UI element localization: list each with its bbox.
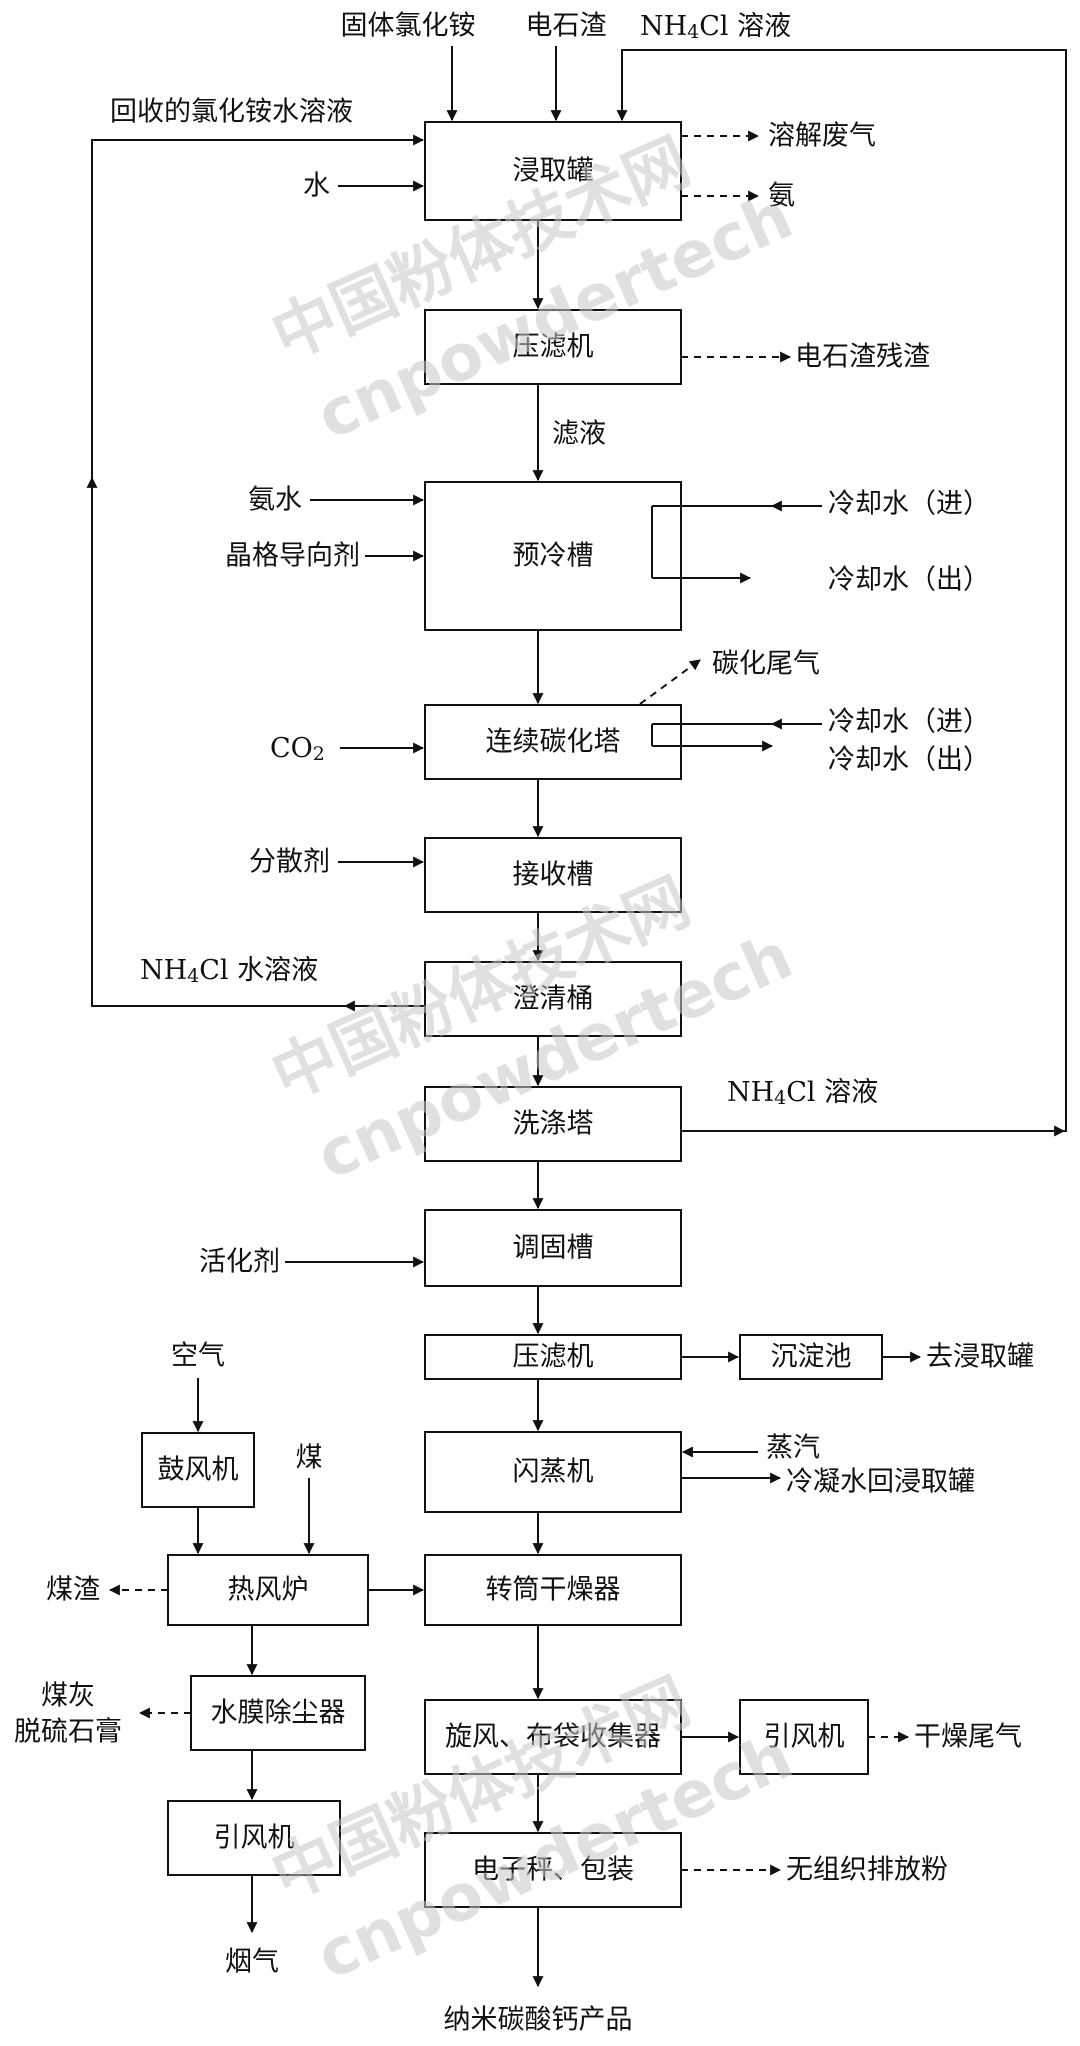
label-ammonia: 氨 [768, 181, 795, 212]
box-cyclone-collector: 旋风、布袋收集器 [424, 1699, 682, 1775]
box-blower: 鼓风机 [141, 1432, 255, 1508]
label-nh4cl-solution-wash: NH4Cl 溶液 [727, 1077, 878, 1110]
label-carbide-slag: 电石渣 [526, 11, 607, 42]
input-ammonia-water: 氨水 [248, 485, 425, 516]
box-label: 压滤机 [513, 332, 594, 363]
flow-to-settling-pond: 去浸取罐 [681, 1342, 1034, 1373]
box-filter-press-1: 压滤机 [424, 309, 682, 385]
box-flash-evaporator: 闪蒸机 [424, 1431, 682, 1513]
label-steam: 蒸汽 [766, 1433, 820, 1464]
box-water-film-dust-remover: 水膜除尘器 [190, 1675, 366, 1751]
box-label: 热风炉 [228, 1575, 309, 1606]
input-carbide-slag: 电石渣 [526, 11, 607, 122]
label-ammonia-water: 氨水 [248, 485, 302, 516]
output-dissolution-offgas: 溶解废气 [681, 121, 876, 152]
box-label: 沉淀池 [771, 1342, 852, 1373]
label-cooling-in-2: 冷却水（进） [828, 707, 990, 738]
label-desulfurization-gypsum: 脱硫石膏 [14, 1717, 122, 1748]
cooling-loop-carbonation: 冷却水（进） 冷却水（出） [651, 707, 990, 776]
label-water: 水 [303, 171, 330, 202]
box-clarifier: 澄清桶 [424, 961, 682, 1037]
box-label: 调固槽 [513, 1233, 594, 1264]
output-fugitive-powder: 无组织排放粉 [681, 1855, 948, 1886]
input-coal: 煤 [296, 1443, 323, 1555]
label-cooling-out-1: 冷却水（出） [828, 565, 990, 596]
label-coal: 煤 [296, 1443, 323, 1474]
box-label: 电子秤、包装 [472, 1855, 634, 1886]
label-solid-nh4cl: 固体氯化铵 [341, 11, 476, 42]
label-nh4cl-solution-top: NH4Cl 溶液 [640, 11, 791, 44]
box-leach-tank: 浸取罐 [424, 121, 682, 221]
box-label: 接收槽 [513, 860, 594, 891]
box-label: 预冷槽 [513, 541, 594, 572]
recycle-line-nh4cl-solution: NH4Cl 溶液 [616, 49, 1067, 1137]
label-flue-gas: 烟气 [225, 1947, 279, 1978]
label-coal-slag: 煤渣 [46, 1575, 100, 1606]
box-label: 鼓风机 [158, 1455, 239, 1486]
box-label: 连续碳化塔 [486, 727, 621, 758]
output-flue-gas: 烟气 [225, 1875, 279, 1978]
label-crystal-director: 晶格导向剂 [225, 541, 360, 572]
flash-steam-loop: 蒸汽 冷凝水回浸取罐 [681, 1433, 975, 1498]
output-ammonia: 氨 [681, 181, 795, 212]
box-label: 澄清桶 [513, 984, 594, 1015]
input-activator: 活化剂 [199, 1247, 425, 1278]
input-solid-nh4cl: 固体氯化铵 [341, 11, 476, 122]
box-label: 压滤机 [513, 1342, 594, 1373]
output-coal-slag: 煤渣 [46, 1575, 168, 1606]
label-air: 空气 [171, 1341, 225, 1372]
output-ash-gypsum: 煤灰 脱硫石膏 [14, 1681, 191, 1748]
output-carbonation-offgas: 碳化尾气 [639, 649, 820, 705]
label-condensate-return: 冷凝水回浸取罐 [786, 1467, 975, 1498]
box-label: 引风机 [764, 1722, 845, 1753]
label-product: 纳米碳酸钙产品 [444, 2005, 633, 2036]
label-coal-ash: 煤灰 [41, 1681, 95, 1712]
input-dispersant: 分散剂 [249, 847, 425, 878]
label-dissolution-offgas: 溶解废气 [768, 121, 876, 152]
flow-cyclone-to-fan: 干燥尾气 [681, 1722, 1022, 1753]
cooling-loop-precool: 冷却水（进） 冷却水（出） [651, 489, 990, 596]
label-nh4cl-water: NH4Cl 水溶液 [140, 955, 318, 988]
box-carbonation-tower: 连续碳化塔 [424, 704, 682, 780]
input-water: 水 [303, 171, 425, 202]
input-crystal-director: 晶格导向剂 [225, 541, 425, 572]
label-activator: 活化剂 [199, 1247, 280, 1278]
output-carbide-residue: 电石渣残渣 [681, 342, 930, 373]
label-co2: CO2 [270, 733, 325, 766]
input-co2: CO2 [270, 733, 425, 766]
label-dispersant: 分散剂 [249, 847, 330, 878]
box-label: 旋风、布袋收集器 [445, 1722, 661, 1753]
box-hot-air-furnace: 热风炉 [167, 1554, 369, 1626]
label-recycled-nh4cl: 回收的氯化铵水溶液 [110, 97, 353, 128]
box-scale-packing: 电子秤、包装 [424, 1832, 682, 1908]
box-label: 浸取罐 [513, 156, 594, 187]
box-settling-pond: 沉淀池 [739, 1334, 883, 1380]
label-to-leach-tank: 去浸取罐 [926, 1342, 1034, 1373]
box-label: 转筒干燥器 [486, 1575, 621, 1606]
label-filtrate: 滤液 [552, 419, 606, 450]
input-nh4cl-solution-top: NH4Cl 溶液 [640, 11, 791, 44]
input-air: 空气 [171, 1341, 225, 1433]
recycle-line-recycled-nh4cl: 回收的氯化铵水溶液 NH4Cl 水溶液 [86, 97, 425, 1012]
label-carbonation-offgas: 碳化尾气 [712, 649, 820, 680]
box-label: 引风机 [214, 1823, 295, 1854]
label-cooling-out-2: 冷却水（出） [828, 745, 990, 776]
box-label: 闪蒸机 [513, 1457, 594, 1488]
box-label: 水膜除尘器 [211, 1698, 346, 1729]
box-rotary-dryer: 转筒干燥器 [424, 1554, 682, 1626]
box-washing-tower: 洗涤塔 [424, 1086, 682, 1162]
box-label: 洗涤塔 [513, 1109, 594, 1140]
box-receiving-tank: 接收槽 [424, 837, 682, 913]
box-induced-fan-right: 引风机 [739, 1699, 869, 1775]
box-filter-press-2: 压滤机 [424, 1334, 682, 1380]
label-cooling-in-1: 冷却水（进） [828, 489, 990, 520]
box-induced-fan-left: 引风机 [167, 1800, 341, 1876]
label-dry-offgas: 干燥尾气 [914, 1722, 1022, 1753]
box-precool-tank: 预冷槽 [424, 481, 682, 631]
box-conditioning-tank: 调固槽 [424, 1209, 682, 1287]
label-fugitive-powder: 无组织排放粉 [786, 1855, 948, 1886]
label-carbide-residue: 电石渣残渣 [795, 342, 930, 373]
